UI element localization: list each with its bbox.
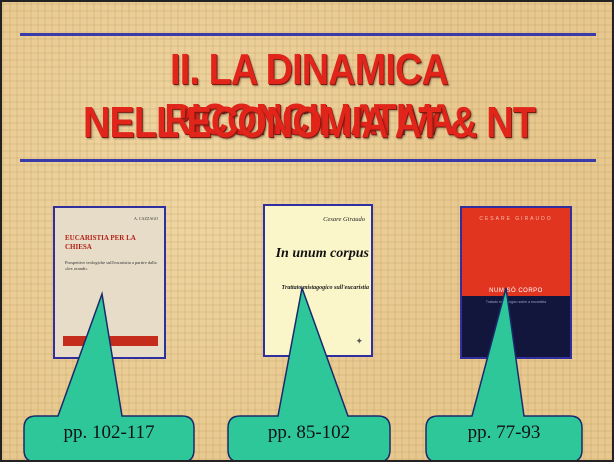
callout-label-pages-1: pp. 102-117 [63, 422, 155, 443]
book1-author: A. CAZZAGO [134, 216, 158, 221]
book-cover-in-unum-corpus: Cesare Giraudo In unum corpus Trattato m… [263, 204, 373, 357]
book3-author: CESARE GIRAUDO [479, 216, 553, 222]
callout-label-pages-2: pp. 85-102 [267, 422, 351, 443]
book-cover-num-so-corpo: CESARE GIRAUDO NUM SÓ CORPO Tratado mist… [460, 206, 572, 359]
book3-red-panel: CESARE GIRAUDO [462, 208, 570, 296]
book2-author: Cesare Giraudo [323, 216, 365, 223]
callout-3-shape [425, 287, 583, 460]
bottom-rule [20, 159, 596, 162]
slide-title-line1: II. LA DINAMICA RICONCILIATIVA [164, 45, 454, 144]
book1-title: EUCARISTIA PER LA CHIESA [65, 234, 136, 251]
book1-red-band [63, 336, 158, 346]
publisher-logo-icon: ✦ [355, 336, 363, 346]
book1-subtitle: Prospettive teologiche sull'eucaristia a… [65, 260, 157, 271]
slide-title-line2: NELL'ECONOMIA AT & NT [83, 98, 536, 147]
top-rule [20, 33, 596, 36]
book2-subtitle: Trattato mistagogico sull'eucaristia [281, 285, 369, 291]
book3-title: NUM SÓ CORPO [489, 288, 543, 294]
book2-title: In unum corpus [275, 246, 369, 261]
book3-subtitle: Tratado mistagógico sobre a eucaristia [485, 300, 547, 304]
callout-1-shape [23, 291, 195, 460]
callout-2-shape [227, 285, 391, 460]
callout-label-pages-3: pp. 77-93 [467, 422, 541, 443]
